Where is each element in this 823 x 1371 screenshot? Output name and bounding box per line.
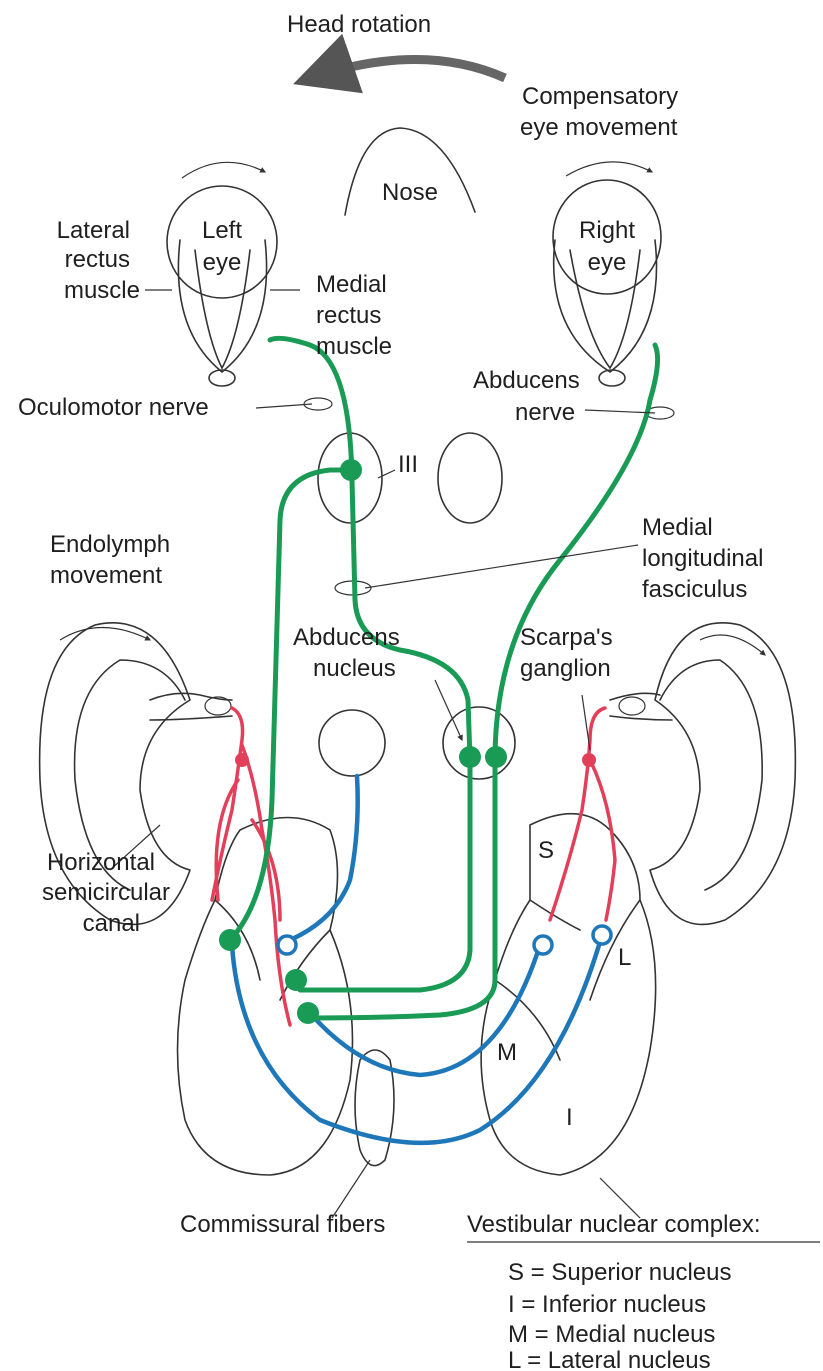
nucleus-l-label: L [618, 944, 631, 971]
left-eye-label-2: eye [203, 249, 242, 276]
legend-item-inferior: I = Inferior nucleus [508, 1291, 706, 1318]
inhibitory-neurons [278, 926, 611, 954]
right-eye-label-2: eye [588, 249, 627, 276]
lateral-rectus-label-3: muscle [64, 277, 140, 304]
abducens-nerve-label-1: Abducens [473, 367, 580, 394]
oculomotor-nerve-pointer [256, 404, 312, 408]
abducens-nucleus-label-1: Abducens [293, 624, 400, 651]
scarpa-label-1: Scarpa's [520, 624, 613, 651]
nucleus-i-label: I [566, 1104, 573, 1131]
head-rotation-arrow [305, 59, 505, 80]
compensatory-label-2: eye movement [520, 114, 678, 141]
hsc-label-2: semicircular [42, 879, 170, 906]
abducens-nucleus-left [319, 710, 385, 776]
legend-item-superior: S = Superior nucleus [508, 1259, 731, 1286]
cn3-label: III [398, 451, 418, 478]
medial-rectus-label-1: Medial [316, 271, 387, 298]
scarpa-pointer [582, 695, 590, 750]
inhibitory-pathways [232, 776, 602, 1143]
legend-item-lateral: L = Lateral nucleus [508, 1347, 711, 1371]
endolymph-label-2: movement [50, 562, 162, 589]
oculomotor-nucleus-right [438, 433, 502, 523]
mlf-label-1: Medial [642, 514, 713, 541]
scarpa-label-2: ganglion [520, 655, 611, 682]
head-rotation-label: Head rotation [287, 11, 431, 38]
commissural-pointer [332, 1160, 370, 1218]
hsc-label-1: Horizontal [47, 849, 155, 876]
abducens-nucleus-right [443, 707, 515, 779]
hsc-label-3: canal [83, 910, 140, 937]
abducens-nerve-label-2: nerve [515, 399, 575, 426]
abducens-nucleus-label-2: nucleus [313, 655, 396, 682]
medial-rectus-label-3: muscle [316, 333, 392, 360]
commissural-fibers-label: Commissural fibers [180, 1211, 385, 1238]
compensatory-label-1: Compensatory [522, 83, 678, 110]
mlf-label-3: fasciculus [642, 576, 747, 603]
nose-label: Nose [382, 179, 438, 206]
mlf-pointer [365, 545, 638, 588]
abducens-nucleus-pointer [435, 680, 462, 740]
lateral-rectus-label-1: Lateral [57, 217, 130, 244]
nucleus-s-label: S [538, 837, 554, 864]
endolymph-label-1: Endolymph [50, 531, 170, 558]
legend-item-medial: M = Medial nucleus [508, 1321, 715, 1348]
oculomotor-nerve-label: Oculomotor nerve [18, 394, 209, 421]
left-eye-label-1: Left [202, 217, 242, 244]
nucleus-m-label: M [497, 1039, 517, 1066]
vnc-title: Vestibular nuclear complex: [467, 1211, 760, 1238]
medial-rectus-label-2: rectus [316, 302, 381, 329]
abducens-nerve-pointer [585, 410, 655, 413]
mlf-label-2: longitudinal [642, 545, 763, 572]
lateral-rectus-label-2: rectus [65, 246, 130, 273]
right-eye-label-1: Right [579, 217, 635, 244]
cn3-pointer [378, 470, 395, 478]
